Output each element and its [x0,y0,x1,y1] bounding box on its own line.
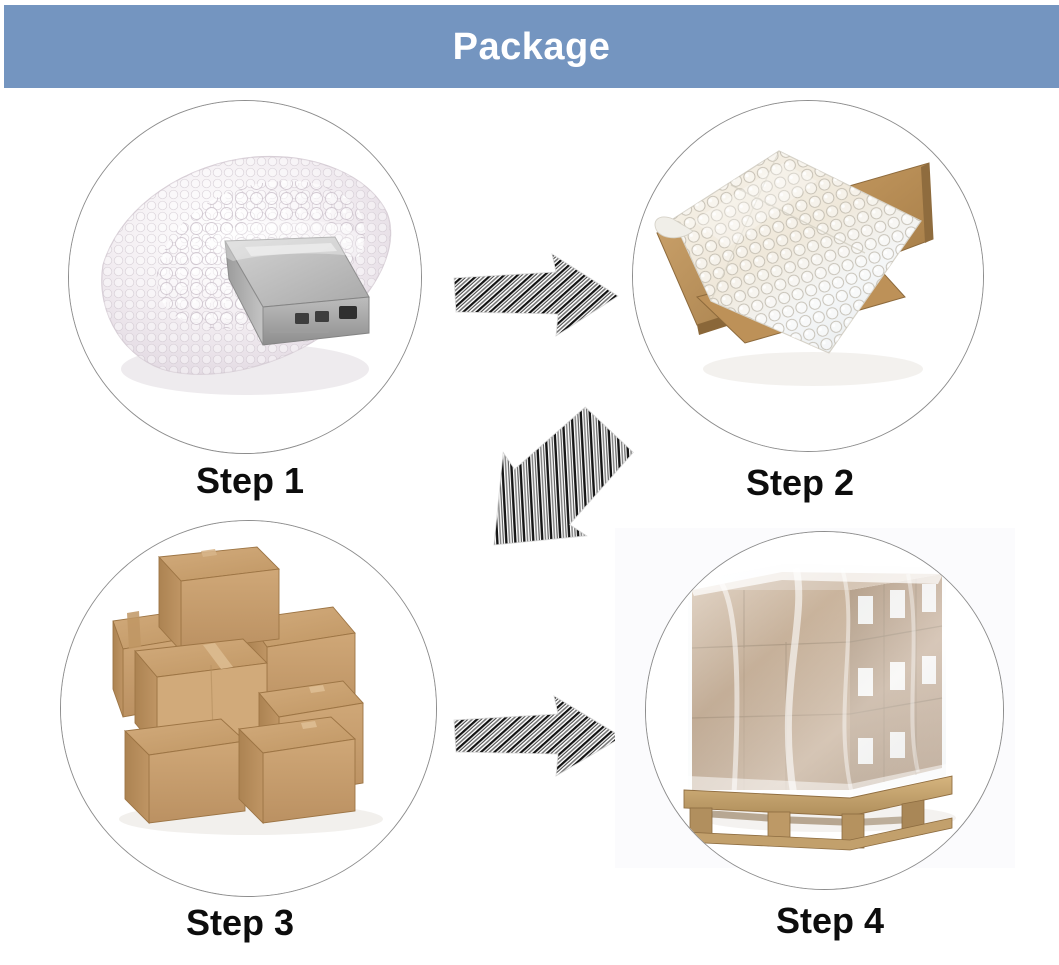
bubble-wrapped-item-with-carton-photo [633,101,983,451]
step-4-image-circle [645,531,1004,890]
arrow-step1-to-step2-icon [452,248,620,344]
step-card-1: Step 1 [60,95,460,520]
step-3-image-circle [60,520,437,897]
step-2-label: Step 2 [745,462,855,503]
step-1-label: Step 1 [195,460,305,501]
stacked-cardboard-boxes-photo [61,521,436,896]
device-in-bubble-wrap-bag-photo [69,101,421,453]
step-card-4: Step 4 [615,528,1035,965]
step-2-image-circle [632,100,984,452]
page-title: Package [452,25,611,68]
step-3-label: Step 3 [185,902,295,943]
page-header-bar: Package [4,5,1059,88]
step-4-label: Step 4 [775,900,885,941]
arrow-step2-to-step3-icon [462,402,642,572]
step-card-3: Step 3 [50,515,460,955]
shrink-wrapped-pallet-photo [646,532,1003,889]
arrow-step3-to-step4-icon [452,692,624,782]
step-1-image-circle [68,100,422,454]
step-card-2: Step 2 [610,95,1020,520]
